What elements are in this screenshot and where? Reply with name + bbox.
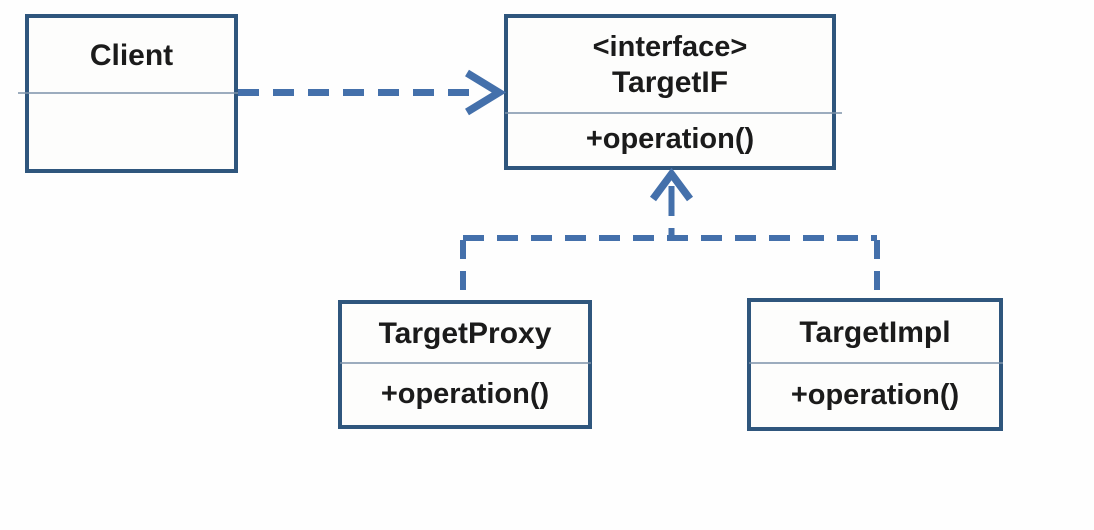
targetproxy-members-compartment: +operation()	[342, 363, 588, 425]
class-box-client: Client	[25, 14, 238, 173]
dependency-arrow-client-to-targetif	[238, 69, 507, 116]
targetif-stereotype: <interface>	[592, 31, 748, 64]
realization-connector-to-targetif	[460, 167, 880, 302]
class-box-targetproxy: TargetProxy +operation()	[338, 300, 592, 429]
targetimpl-members-compartment: +operation()	[751, 363, 999, 427]
class-box-targetif: <interface> TargetIF +operation()	[504, 14, 836, 170]
class-box-targetimpl: TargetImpl +operation()	[747, 298, 1003, 431]
targetproxy-operation: +operation()	[380, 377, 550, 410]
targetimpl-operation: +operation()	[790, 378, 960, 411]
targetimpl-name-compartment: TargetImpl	[751, 302, 999, 363]
targetif-name-compartment: <interface> TargetIF	[508, 18, 832, 113]
client-name-compartment: Client	[29, 18, 234, 93]
open-arrowhead-up-icon	[649, 167, 694, 202]
targetproxy-name-compartment: TargetProxy	[342, 304, 588, 363]
client-members-compartment	[29, 93, 234, 169]
targetif-members-compartment: +operation()	[508, 113, 832, 166]
open-arrowhead-right-icon	[465, 69, 507, 116]
targetproxy-class-name: TargetProxy	[378, 316, 552, 350]
targetimpl-class-name: TargetImpl	[799, 315, 951, 349]
client-class-name: Client	[89, 38, 174, 72]
targetif-class-name: TargetIF	[611, 65, 729, 99]
targetif-operation: +operation()	[585, 123, 755, 156]
